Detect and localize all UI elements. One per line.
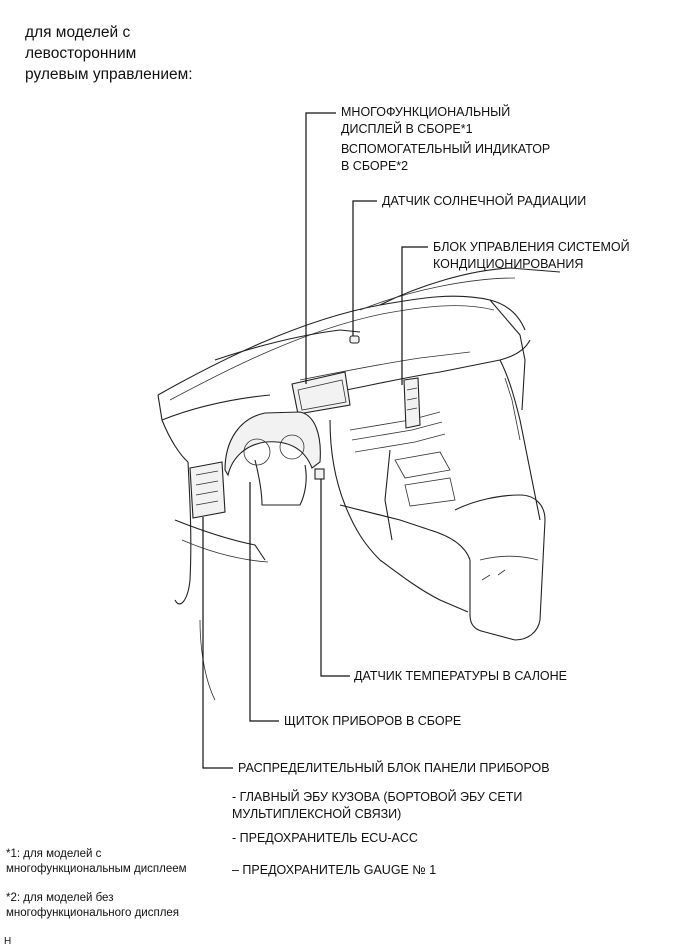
label-solar-sensor: ДАТЧИК СОЛНЕЧНОЙ РАДИАЦИИ: [382, 194, 587, 208]
label-junction-block: РАСПРЕДЕЛИТЕЛЬНЫЙ БЛОК ПАНЕЛИ ПРИБОРОВ: [238, 761, 550, 775]
page-header: для моделей с левосторонним рулевым упра…: [25, 24, 193, 83]
cabin-temp-sensor-part: [314, 468, 325, 480]
label-instrument-cluster: ЩИТОК ПРИБОРОВ В СБОРЕ: [284, 714, 462, 728]
corner-mark: H: [4, 936, 12, 947]
footnote-2: *2: для моделей без многофункционального…: [6, 892, 180, 919]
label-fuse-ecu-acc: - ПРЕДОХРАНИТЕЛЬ ECU-ACC: [232, 831, 418, 845]
label-fuse-gauge: – ПРЕДОХРАНИТЕЛЬ GAUGE № 1: [232, 863, 437, 877]
instrument-cluster-part: [224, 411, 321, 477]
solar-sensor-part: [349, 335, 360, 344]
label-multifunction-display: МНОГОФУНКЦИОНАЛЬНЫЙ ДИСПЛЕЙ В СБОРЕ*1: [341, 105, 511, 136]
footnote-1: *1: для моделей с многофункциональным ди…: [6, 848, 187, 875]
ac-control-part: [403, 377, 421, 429]
label-body-ecu: - ГЛАВНЫЙ ЭБУ КУЗОВА (БОРТОВОЙ ЭБУ СЕТИ …: [232, 790, 523, 821]
label-ac-control: БЛОК УПРАВЛЕНИЯ СИСТЕМОЙ КОНДИЦИОНИРОВАН…: [433, 240, 630, 271]
junction-block-part: [189, 461, 226, 519]
multifunction-display-part: [291, 371, 351, 415]
label-cabin-temp-sensor: ДАТЧИК ТЕМПЕРАТУРЫ В САЛОНЕ: [354, 669, 568, 683]
leader-lines: [202, 112, 428, 769]
label-aux-indicator: ВСПОМОГАТЕЛЬНЫЙ ИНДИКАТОР В СБОРЕ*2: [341, 142, 551, 173]
dashboard-outline: [157, 267, 561, 701]
